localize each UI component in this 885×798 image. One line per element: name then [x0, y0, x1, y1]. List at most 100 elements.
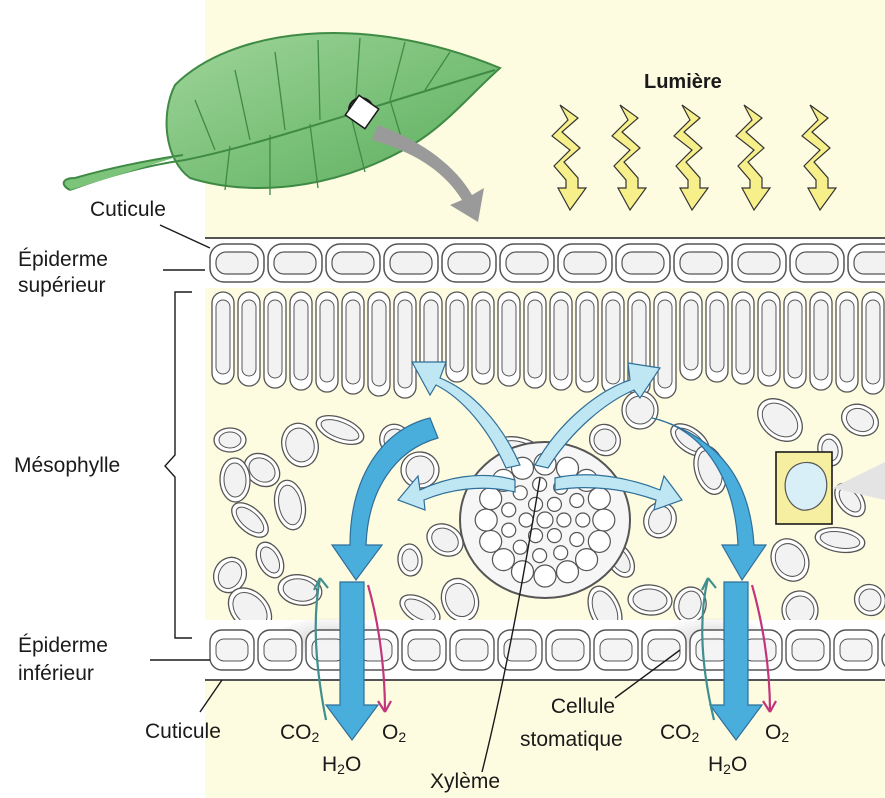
vascular-cell — [475, 509, 497, 531]
palisade-cell-inner — [762, 300, 776, 376]
palisade-cell-inner — [294, 300, 308, 380]
lower-epidermis-cell-inner — [792, 639, 824, 661]
lower-epidermis-cell-inner — [696, 639, 728, 661]
upper-epidermis-cell-inner — [680, 252, 722, 274]
lower-epidermis-label-line2: inférieur — [18, 662, 94, 686]
spongy-cell-inner — [219, 432, 241, 448]
lower-epidermis-cell-inner — [456, 639, 488, 661]
vascular-cell — [533, 549, 547, 563]
vascular-cell — [502, 503, 516, 517]
palisade-cell-inner — [528, 300, 542, 378]
palisade-cell-inner — [372, 300, 386, 386]
light-bolt — [802, 105, 836, 210]
light-bolt — [612, 105, 646, 210]
upper-epidermis-cell-inner — [332, 252, 374, 274]
o2-label-left: O2 — [382, 722, 406, 745]
lower-epidermis-cell-inner — [360, 639, 392, 661]
palisade-cell-inner — [398, 300, 412, 388]
vascular-cell — [557, 513, 571, 527]
vascular-cell — [593, 509, 615, 531]
lower-epidermis-cell-inner — [216, 639, 248, 661]
mesophyll-brace — [165, 292, 192, 638]
co2-label-left: CO2 — [280, 722, 319, 745]
lower-epidermis-cell-inner — [264, 639, 296, 661]
lower-epidermis-label-line1: Épiderme — [18, 634, 108, 658]
palisade-cell-inner — [736, 300, 750, 374]
light-bolt — [674, 105, 708, 210]
xylem-label: Xylème — [430, 770, 500, 794]
palisade-cell-inner — [502, 300, 516, 376]
upper-epidermis-layer — [205, 238, 885, 288]
zoom-pointer-arrow — [372, 125, 484, 222]
palisade-cell-inner — [554, 300, 568, 380]
guard-cell-label-line1: Cellule — [528, 695, 638, 719]
cuticle-top-label: Cuticule — [90, 198, 166, 222]
vascular-cell — [557, 561, 579, 583]
lower-epidermis-cell-inner — [552, 639, 584, 661]
lower-epidermis-cell-inner — [408, 639, 440, 661]
light-bolt — [552, 105, 586, 210]
chloroplast-zoom-box — [776, 452, 885, 524]
palisade-cell-inner — [242, 300, 256, 376]
vascular-cell — [570, 494, 584, 508]
vascular-cell — [537, 512, 553, 528]
o2-label-right: O2 — [765, 722, 789, 745]
palisade-cell-inner — [216, 300, 230, 374]
upper-epidermis-label-line1: Épiderme — [18, 248, 108, 272]
palisade-cell-inner — [606, 300, 620, 384]
palisade-cell-inner — [684, 300, 698, 370]
vascular-cell — [554, 546, 568, 560]
upper-epidermis-cell-inner — [390, 252, 432, 274]
upper-epidermis-cell-inner — [274, 252, 316, 274]
upper-epidermis-cell-inner — [448, 252, 490, 274]
upper-epidermis-cell-inner — [622, 252, 664, 274]
co2-label-right: CO2 — [660, 722, 699, 745]
cuticle-bottom-label: Cuticule — [145, 720, 221, 744]
vascular-cell — [513, 540, 527, 554]
vascular-cell — [576, 513, 590, 527]
palisade-cell-inner — [840, 300, 854, 382]
light-bolts — [552, 105, 836, 210]
cuticle-bottom-leader — [200, 680, 222, 712]
palisade-cell-inner — [658, 300, 672, 388]
vascular-cell — [480, 530, 502, 552]
vascular-cell — [519, 513, 533, 527]
upper-epidermis-cell-inner — [796, 252, 838, 274]
vascular-cell — [534, 565, 556, 587]
mesophyll-label: Mésophylle — [14, 454, 120, 478]
vascular-cell — [547, 497, 561, 511]
cuticle-top-leader — [160, 225, 210, 248]
guard-cell-label-line2: stomatique — [520, 728, 623, 752]
palisade-cell-inner — [788, 300, 802, 378]
lower-epidermis-layer — [205, 618, 885, 680]
lower-epidermis-cell-inner — [744, 639, 776, 661]
vascular-cell — [576, 549, 598, 571]
h2o-label-left: H2O — [322, 754, 361, 777]
lower-epidermis-cell-inner — [600, 639, 632, 661]
vascular-cell — [588, 488, 610, 510]
light-bolt — [736, 105, 770, 210]
leaf-illustration — [64, 33, 500, 195]
palisade-cell-inner — [476, 300, 490, 374]
upper-epidermis-label-line2: supérieur — [18, 274, 106, 298]
vascular-cell — [547, 529, 561, 543]
light-label: Lumière — [644, 70, 722, 94]
vascular-cell — [480, 488, 502, 510]
upper-epidermis-cell-inner — [738, 252, 780, 274]
palisade-cell-inner — [814, 300, 828, 380]
vascular-cell — [570, 532, 584, 546]
palisade-cell-inner — [424, 300, 438, 370]
vascular-cell — [588, 530, 610, 552]
lower-epidermis-cell-inner — [840, 639, 872, 661]
palisade-cell-inner — [450, 300, 464, 372]
vascular-cell — [492, 549, 514, 571]
palisade-cell-inner — [710, 300, 724, 372]
upper-epidermis-cell-inner — [216, 252, 258, 274]
h2o-label-right: H2O — [708, 754, 747, 777]
upper-epidermis-cell-inner — [854, 252, 885, 274]
palisade-cells — [212, 292, 884, 398]
palisade-cell-inner — [268, 300, 282, 378]
upper-epidermis-cell-inner — [564, 252, 606, 274]
